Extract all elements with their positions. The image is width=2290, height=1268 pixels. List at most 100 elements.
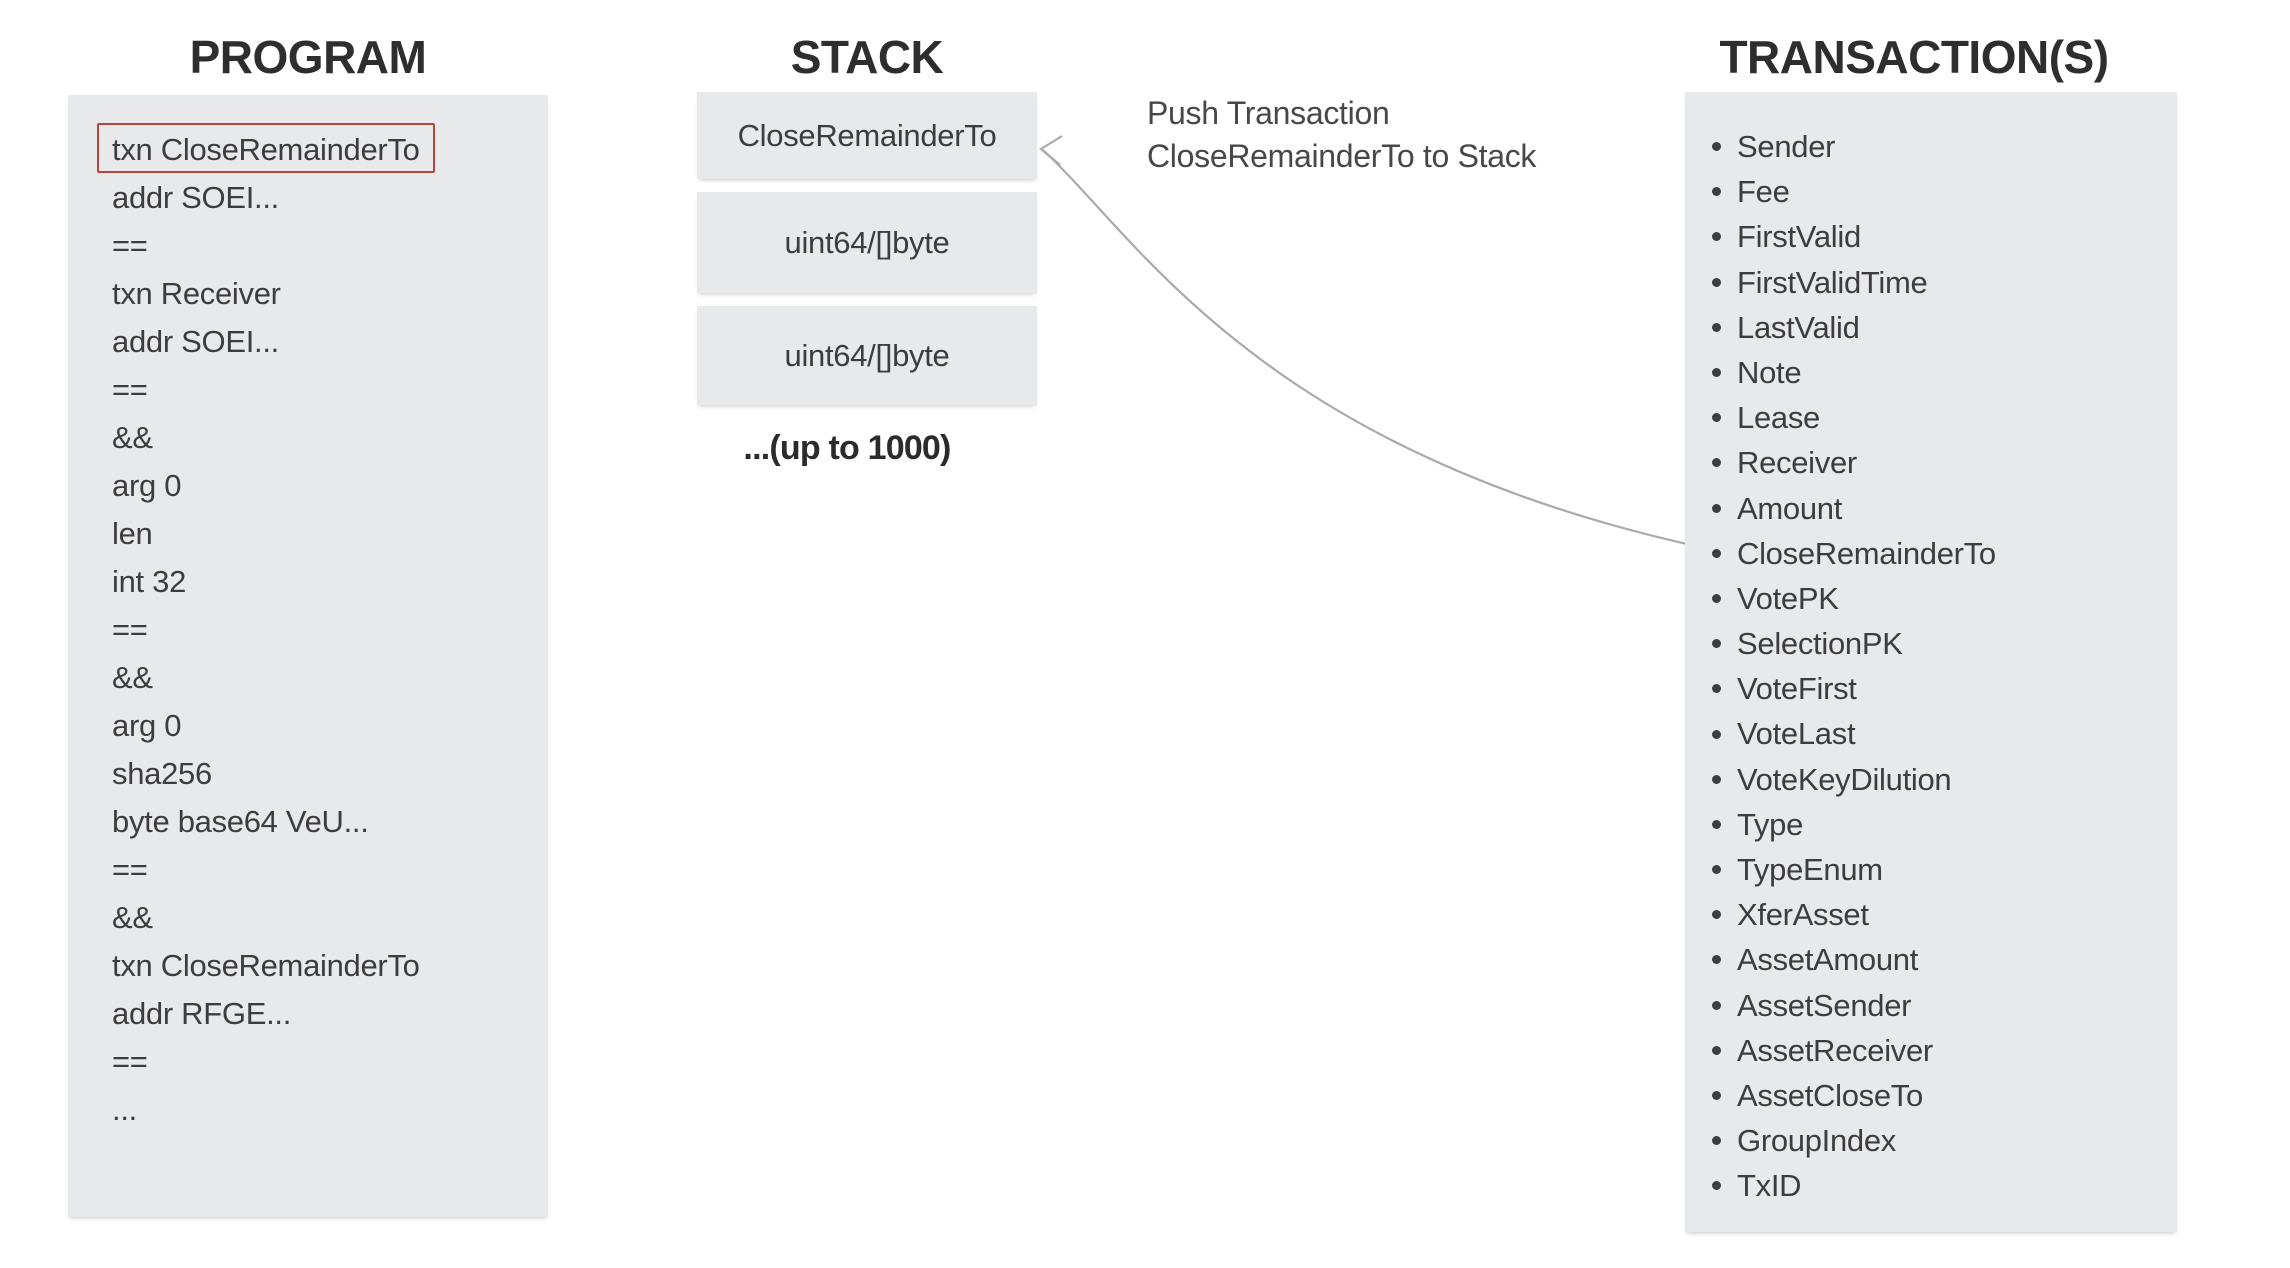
program-box [68, 95, 548, 1217]
bullet-icon [1712, 819, 1721, 829]
bullet-icon [1712, 684, 1721, 694]
bullet-icon [1712, 774, 1721, 784]
transaction-field-label: Lease [1737, 400, 1820, 436]
transaction-field-item: SelectionPK [1712, 621, 2172, 666]
transaction-field-item: AssetCloseTo [1712, 1073, 2172, 1118]
program-lines: txn CloseRemainderTo addr SOEI... == txn… [112, 126, 532, 1134]
transactions-box [1685, 92, 2177, 1232]
program-code-line: arg 0 [112, 708, 182, 743]
bullet-icon [1712, 142, 1721, 152]
program-code-line: addr SOEI... [112, 324, 279, 359]
transaction-field-label: LastValid [1737, 309, 1860, 345]
transaction-field-item: Amount [1712, 486, 2172, 531]
program-code-line: len [112, 516, 153, 551]
transaction-field-label: AssetAmount [1737, 942, 1919, 978]
bullet-icon [1712, 322, 1721, 332]
transaction-field-label: VoteKeyDilution [1737, 761, 1952, 797]
program-code-line: arg 0 [112, 468, 182, 503]
stack-slot-label: uint64/[]byte [784, 337, 950, 373]
program-code-line: addr SOEI... [112, 180, 279, 215]
bullet-icon [1712, 1181, 1721, 1191]
transaction-field-item: Note [1712, 350, 2172, 395]
transaction-field-item: FirstValid [1712, 214, 2172, 259]
transaction-field-item: Type [1712, 802, 2172, 847]
stack-title: STACK [790, 31, 944, 83]
bullet-icon [1712, 910, 1721, 920]
push-arrow-curve [1043, 150, 1701, 549]
bullet-icon [1712, 187, 1721, 197]
bullet-icon [1712, 548, 1721, 558]
transaction-field-label: Amount [1737, 490, 1843, 526]
transaction-field-item: VotePK [1712, 576, 2172, 621]
bullet-icon [1712, 729, 1721, 739]
transaction-field-item: TypeEnum [1712, 847, 2172, 892]
stack-slot-label: CloseRemainderTo [737, 117, 997, 153]
transaction-field-label: GroupIndex [1737, 1123, 1896, 1159]
transaction-field-item: Receiver [1712, 440, 2172, 485]
transactions-title: TRANSACTION(S) [1719, 31, 2109, 83]
transaction-field-label: AssetCloseTo [1737, 1077, 1923, 1113]
transaction-field-item: Lease [1712, 395, 2172, 440]
transaction-field-item: Sender [1712, 124, 2172, 169]
bullet-icon [1712, 368, 1721, 378]
transaction-field-label: VoteFirst [1737, 671, 1857, 707]
bullet-icon [1712, 1000, 1721, 1010]
program-code-line: == [112, 1044, 148, 1079]
program-title: PROGRAM [189, 31, 427, 83]
transaction-field-item: Fee [1712, 169, 2172, 214]
transaction-field-label: CloseRemainderTo [1737, 535, 1996, 571]
transaction-field-item: AssetSender [1712, 983, 2172, 1028]
program-code-line: addr RFGE... [112, 996, 292, 1031]
bullet-icon [1712, 458, 1721, 468]
transaction-field-label: SelectionPK [1737, 626, 1903, 662]
transaction-field-item: XferAsset [1712, 892, 2172, 937]
transaction-fields-list: Sender Fee FirstValid FirstValidTime Las… [1712, 124, 2172, 1209]
program-code-line: ... [112, 1092, 137, 1127]
stack-slot-label: uint64/[]byte [784, 224, 950, 260]
bullet-icon [1712, 1045, 1721, 1055]
stack-slot-middle: uint64/[]byte [697, 192, 1037, 293]
transaction-field-item: AssetReceiver [1712, 1028, 2172, 1073]
program-code-line: && [112, 660, 153, 695]
highlight-box [97, 123, 435, 173]
transaction-field-item: CloseRemainderTo [1712, 531, 2172, 576]
transaction-field-item: LastValid [1712, 305, 2172, 350]
program-code-line: == [112, 612, 148, 647]
transaction-field-item: FirstValidTime [1712, 260, 2172, 305]
transaction-field-label: VotePK [1737, 580, 1839, 616]
transaction-field-label: Fee [1737, 174, 1790, 210]
transaction-field-label: Note [1737, 354, 1802, 390]
program-code-line: txn CloseRemainderTo [112, 948, 420, 983]
transaction-field-label: Sender [1737, 129, 1836, 164]
program-code-line: sha256 [112, 756, 212, 791]
transaction-field-item: AssetAmount [1712, 937, 2172, 982]
bullet-icon [1712, 1091, 1721, 1101]
transaction-field-label: Type [1737, 806, 1804, 842]
program-code-line: == [112, 852, 148, 887]
transaction-field-item: VoteFirst [1712, 666, 2172, 711]
stack-slot-bottom: uint64/[]byte [697, 306, 1037, 405]
bullet-icon [1712, 865, 1721, 875]
program-code-line: == [112, 372, 148, 407]
bullet-icon [1712, 232, 1721, 242]
transaction-field-label: AssetReceiver [1737, 1032, 1933, 1068]
transaction-field-label: Receiver [1737, 445, 1857, 481]
transaction-field-label: AssetSender [1737, 987, 1912, 1023]
bullet-icon [1712, 639, 1721, 649]
push-annotation: Push Transaction CloseRemainderTo to Sta… [1147, 92, 1536, 178]
bullet-icon [1712, 593, 1721, 603]
bullet-icon [1712, 413, 1721, 423]
transaction-field-label: XferAsset [1737, 897, 1869, 933]
program-code-line: && [112, 900, 153, 935]
bullet-icon [1712, 955, 1721, 965]
transaction-field-item: VoteKeyDilution [1712, 757, 2172, 802]
bullet-icon [1712, 277, 1721, 287]
push-arrow-head-icon [1039, 135, 1063, 166]
bullet-icon [1712, 1136, 1721, 1146]
transaction-field-item: GroupIndex [1712, 1118, 2172, 1163]
program-code-line: byte base64 VeU... [112, 804, 369, 839]
transaction-field-label: TypeEnum [1737, 852, 1883, 887]
push-annotation-line1: Push Transaction [1147, 95, 1390, 131]
push-annotation-line2: CloseRemainderTo to Stack [1147, 138, 1537, 174]
